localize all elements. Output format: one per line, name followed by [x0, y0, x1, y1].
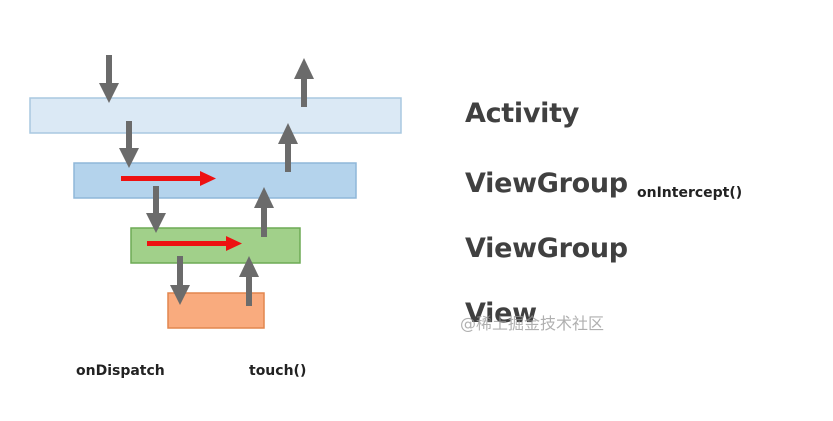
- dispatch-down-arrow-2: [119, 121, 139, 168]
- viewgroup-inner-label: ViewGroup: [465, 233, 628, 264]
- touch-up-arrow-1: [294, 58, 314, 107]
- touch-up-arrow-4: [239, 256, 259, 306]
- activity-label: Activity: [465, 98, 580, 129]
- touch-up-arrow-2: [278, 123, 298, 172]
- on-dispatch-label: onDispatch: [76, 363, 165, 379]
- touch-up-arrow-3: [254, 187, 274, 237]
- dispatch-down-arrow-1: [99, 55, 119, 103]
- on-intercept-label: onIntercept(): [637, 185, 743, 201]
- intercept-red-arrow-2: [147, 236, 242, 251]
- intercept-red-arrow-1: [121, 171, 216, 186]
- touch-label: touch(): [249, 363, 307, 379]
- view-label: View: [465, 298, 537, 329]
- viewgroup-outer-label: ViewGroup: [465, 168, 628, 199]
- dispatch-down-arrow-3: [146, 186, 166, 233]
- dispatch-down-arrow-4: [170, 256, 190, 305]
- watermark: @稀土掘金技术社区: [460, 314, 605, 333]
- viewgroup-outer-layer-box: [73, 162, 357, 199]
- activity-layer-box: [29, 97, 402, 134]
